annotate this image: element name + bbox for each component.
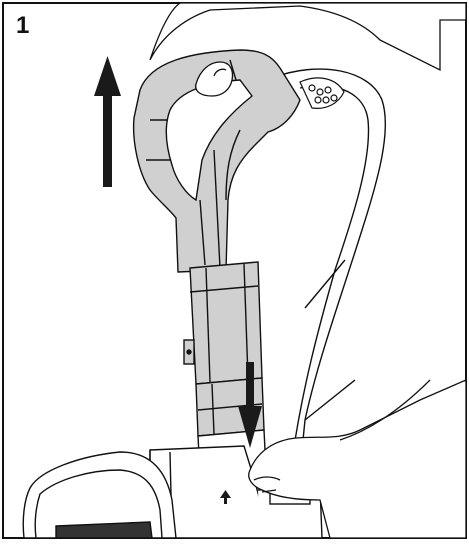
hose-connector: [299, 77, 345, 109]
lock-arrow-icon: [220, 490, 231, 504]
step-number: 1: [16, 12, 30, 39]
bottom-hand: [248, 379, 467, 539]
top-hand: [149, 2, 467, 97]
hose: [271, 68, 387, 471]
down-arrow-icon: [238, 362, 262, 448]
up-arrow-icon: [94, 56, 121, 187]
handle-assembly: [132, 49, 301, 475]
